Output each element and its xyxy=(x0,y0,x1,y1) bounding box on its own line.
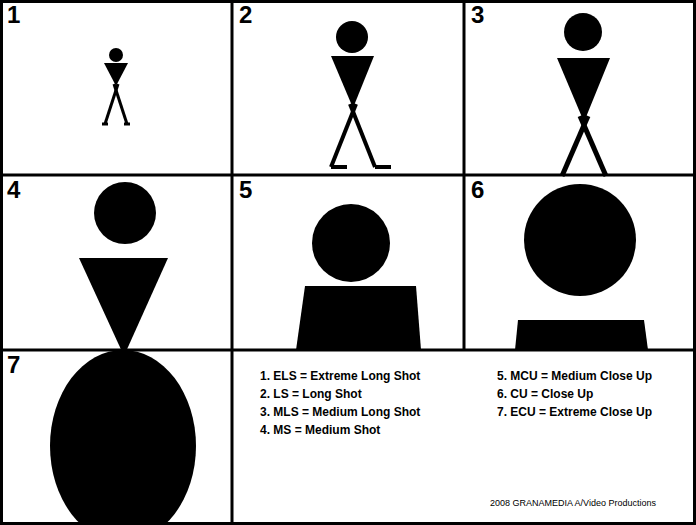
panel-number: 5 xyxy=(239,176,252,204)
shot-definition: 5. MCU = Medium Close Up xyxy=(497,370,652,384)
shot-panel: 7 xyxy=(0,350,232,525)
shot-panel: 1 xyxy=(0,0,232,175)
shot-definition: 1. ELS = Extreme Long Shot xyxy=(260,370,420,384)
shot-definition: 2. LS = Long Shot xyxy=(260,388,362,402)
shot-definition: 6. CU = Close Up xyxy=(497,388,593,402)
shot-panel: 6 xyxy=(464,175,696,350)
shot-panel: 4 xyxy=(0,175,232,350)
panel-number: 3 xyxy=(471,1,484,29)
shot-panel: 3 xyxy=(464,0,696,175)
panel-number: 7 xyxy=(7,351,20,379)
shot-definition: 4. MS = Medium Shot xyxy=(260,424,380,438)
panel-number: 1 xyxy=(7,1,20,29)
shot-panel: 5 xyxy=(232,175,464,350)
shot-panel: 2 xyxy=(232,0,464,175)
definition-panel: 1. ELS = Extreme Long Shot 2. LS = Long S… xyxy=(232,350,696,525)
shot-definition: 7. ECU = Extreme Close Up xyxy=(497,406,652,420)
panel-number: 6 xyxy=(471,176,484,204)
shot-definition: 3. MLS = Medium Long Shot xyxy=(260,406,420,420)
copyright-note: 2008 GRANAMEDIA A/Video Productions xyxy=(490,498,656,508)
panel-number: 2 xyxy=(239,1,252,29)
panel-number: 4 xyxy=(7,176,20,204)
